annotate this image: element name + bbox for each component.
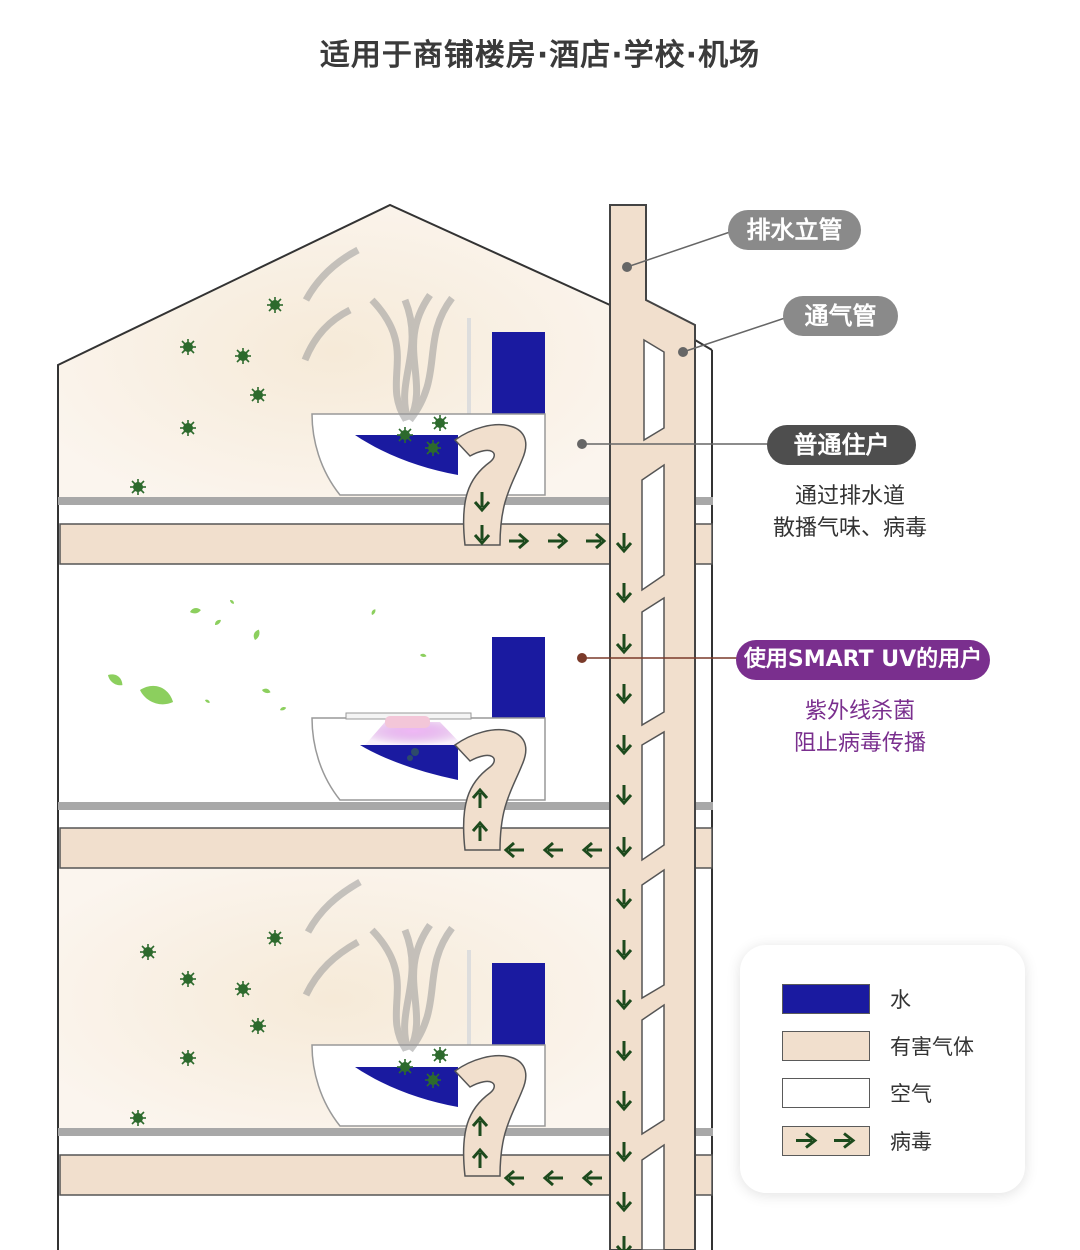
label-smart-uv-user: 使用SMART UV的用户: [736, 640, 990, 680]
page-title: 适用于商铺楼房·酒店·学校·机场: [319, 38, 761, 73]
label-vent-pipe: 通气管: [783, 296, 898, 336]
legend-row-harmful-gas: 有害气体: [782, 1030, 974, 1062]
water-swatch: [782, 984, 870, 1014]
virus-swatch: [782, 1126, 870, 1156]
normal-household-desc: 通过排水道 散播气味、病毒: [740, 481, 960, 545]
label-drain-pipe: 排水立管: [728, 210, 861, 250]
legend-label-virus: 病毒: [890, 1130, 932, 1154]
toilet-uv: [311, 637, 546, 851]
legend-label-water: 水: [890, 988, 911, 1012]
horizontal-drain-pipes: [59, 523, 713, 1196]
legend-label-air: 空气: [890, 1082, 932, 1106]
legend-label-harmful-gas: 有害气体: [890, 1035, 974, 1059]
toilet-bottom: [302, 878, 546, 1177]
drain-stack: [609, 204, 696, 1250]
floor-slabs: [58, 497, 713, 1136]
label-normal-household: 普通住户: [767, 425, 916, 465]
legend-row-virus: 病毒: [782, 1125, 932, 1157]
normal-desc-line-2: 散播气味、病毒: [772, 516, 927, 541]
toilet-top: [301, 246, 546, 546]
legend: 水 有害气体 空气 病毒: [740, 945, 1025, 1193]
uv-desc-line-1: 紫外线杀菌: [804, 699, 915, 724]
legend-row-water: 水: [782, 983, 911, 1015]
legend-row-air: 空气: [782, 1077, 932, 1109]
virus-arrow-icon: [796, 1132, 856, 1149]
callout-lines: [577, 231, 786, 663]
smart-uv-desc: 紫外线杀菌 阻止病毒传播: [750, 696, 970, 760]
air-swatch: [782, 1078, 870, 1108]
normal-desc-line-1: 通过排水道: [794, 484, 905, 509]
harmful-gas-swatch: [782, 1031, 870, 1061]
uv-desc-line-2: 阻止病毒传播: [793, 731, 926, 756]
